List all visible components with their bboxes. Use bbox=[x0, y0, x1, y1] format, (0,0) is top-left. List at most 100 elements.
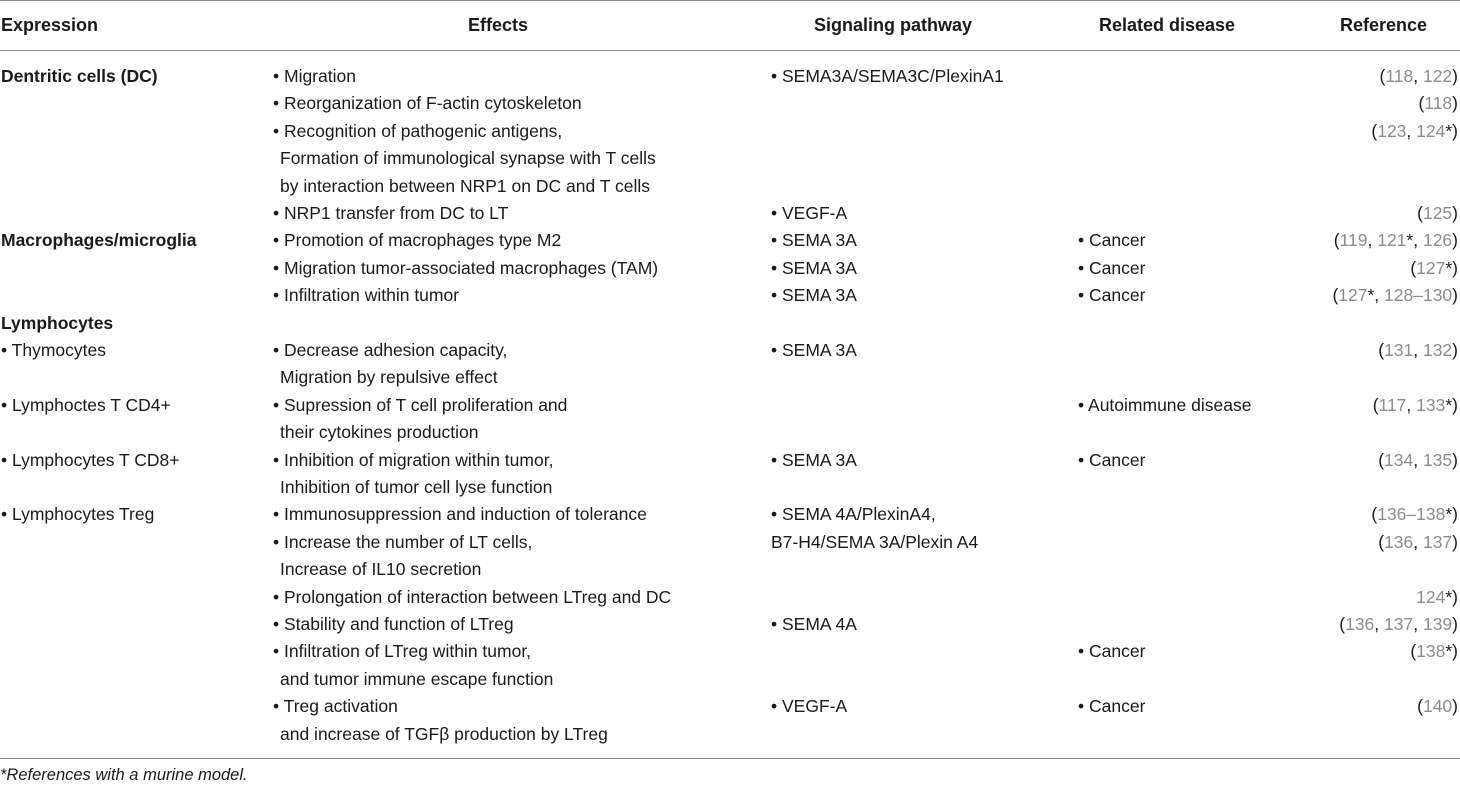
reference-punctuation: ( bbox=[1418, 93, 1425, 114]
effects-cell-line: • Inhibition of migration within tumor, bbox=[273, 449, 554, 470]
reference-cell: 124*) bbox=[1240, 584, 1458, 611]
reference-cell: (138*) bbox=[1240, 638, 1458, 665]
reference-link[interactable]: 126 bbox=[1422, 230, 1453, 251]
reference-link[interactable]: 136 bbox=[1345, 614, 1375, 634]
expression-cell: • Lymphocytes T CD8+ bbox=[1, 449, 180, 470]
reference-punctuation: ) bbox=[1452, 614, 1458, 634]
reference-punctuation: ) bbox=[1452, 66, 1458, 86]
effects-cell-line: • Migration bbox=[273, 66, 356, 86]
reference-punctuation: , bbox=[1406, 120, 1417, 141]
reference-cell: (125) bbox=[1240, 200, 1458, 227]
reference-punctuation: *, bbox=[1406, 230, 1423, 251]
reference-link[interactable]: 131 bbox=[1384, 340, 1414, 360]
reference-link[interactable]: 136–138 bbox=[1377, 504, 1446, 525]
reference-cell: (134, 135) bbox=[1240, 447, 1458, 474]
header-related-disease: Related disease bbox=[1099, 15, 1236, 35]
header-reference: Reference bbox=[1340, 15, 1428, 35]
reference-link[interactable]: 118 bbox=[1385, 66, 1414, 86]
expression-cell: Lymphocytes bbox=[1, 312, 114, 333]
effects-cell-line: • Supression of T cell proliferation and bbox=[273, 394, 568, 415]
effects-cell-line: Increase of IL10 secretion bbox=[280, 559, 482, 580]
effects-cell-line: • Decrease adhesion capacity, bbox=[273, 340, 508, 360]
header-signaling-pathway: Signaling pathway bbox=[814, 15, 973, 35]
reference-link[interactable]: 132 bbox=[1422, 340, 1453, 360]
signaling-pathway-cell-line: • VEGF-A bbox=[771, 203, 848, 223]
reference-punctuation: ( bbox=[1410, 257, 1417, 278]
reference-link[interactable]: 138 bbox=[1416, 641, 1446, 662]
reference-link[interactable]: 123 bbox=[1377, 120, 1407, 141]
reference-cell: (119, 121*, 126) bbox=[1240, 227, 1458, 254]
related-disease-cell-line: • Cancer bbox=[1078, 230, 1146, 251]
related-disease-cell-line: • Cancer bbox=[1078, 641, 1146, 662]
reference-link[interactable]: 127 bbox=[1416, 257, 1446, 278]
expression-cell: Macrophages/microglia bbox=[1, 230, 197, 251]
effects-cell-line: Formation of immunological synapse with … bbox=[280, 148, 656, 169]
effects-cell-line: Migration by repulsive effect bbox=[280, 367, 498, 388]
signaling-pathway-cell-line: • SEMA3A/SEMA3C/PlexinA1 bbox=[771, 66, 1004, 86]
reference-punctuation: ( bbox=[1332, 285, 1339, 306]
effects-cell-line: • NRP1 transfer from DC to LT bbox=[273, 203, 509, 223]
reference-cell: (118, 122) bbox=[1240, 63, 1459, 90]
related-disease-cell-line: • Cancer bbox=[1078, 257, 1146, 278]
reference-cell: (117, 133*) bbox=[1240, 392, 1458, 419]
reference-punctuation: *) bbox=[1445, 586, 1458, 607]
reference-punctuation: ) bbox=[1452, 93, 1458, 114]
reference-link[interactable]: 137 bbox=[1384, 614, 1414, 634]
effects-cell-line: Inhibition of tumor cell lyse function bbox=[280, 477, 553, 497]
header-expression: Expression bbox=[1, 15, 99, 35]
reference-link[interactable]: 128–130 bbox=[1384, 285, 1453, 306]
reference-link[interactable]: 140 bbox=[1422, 696, 1453, 717]
reference-punctuation: ) bbox=[1452, 203, 1458, 223]
reference-cell: (136, 137, 139) bbox=[1240, 611, 1458, 638]
reference-punctuation: *) bbox=[1445, 394, 1458, 415]
reference-punctuation: ( bbox=[1372, 394, 1379, 415]
reference-punctuation: *) bbox=[1445, 641, 1458, 662]
signaling-pathway-cell-line: • VEGF-A bbox=[771, 696, 848, 717]
reference-punctuation: ( bbox=[1417, 203, 1423, 223]
reference-punctuation: , bbox=[1413, 340, 1423, 360]
reference-punctuation: *) bbox=[1445, 504, 1458, 525]
effects-cell-line: • Treg activation bbox=[273, 696, 398, 717]
reference-link[interactable]: 135 bbox=[1422, 449, 1453, 470]
reference-link[interactable]: 117 bbox=[1378, 394, 1407, 415]
expression-cell: Dentritic cells (DC) bbox=[1, 66, 158, 86]
reference-punctuation: ( bbox=[1371, 120, 1378, 141]
reference-link[interactable]: 134 bbox=[1384, 449, 1414, 470]
reference-punctuation: ( bbox=[1378, 531, 1385, 552]
reference-link[interactable]: 124 bbox=[1416, 586, 1446, 607]
effects-cell-line: • Immunosuppression and induction of tol… bbox=[273, 504, 647, 525]
reference-cell: (127*) bbox=[1240, 255, 1458, 282]
reference-punctuation: *) bbox=[1445, 257, 1458, 278]
reference-link[interactable]: 127 bbox=[1338, 285, 1368, 306]
effects-cell-line: their cytokines production bbox=[280, 422, 479, 443]
reference-link[interactable]: 118 bbox=[1424, 93, 1453, 114]
reference-punctuation: , bbox=[1413, 66, 1423, 86]
effects-cell-line: • Infiltration of LTreg within tumor, bbox=[273, 641, 532, 662]
reference-link[interactable]: 139 bbox=[1422, 614, 1453, 634]
signaling-pathway-cell-line: • SEMA 3A bbox=[771, 230, 857, 251]
reference-cell: (136–138*) bbox=[1240, 501, 1458, 528]
reference-punctuation: ( bbox=[1371, 504, 1378, 525]
signaling-pathway-cell-line: B7-H4/SEMA 3A/Plexin A4 bbox=[771, 531, 979, 552]
table-top-rule bbox=[0, 0, 1460, 1]
reference-link[interactable]: 122 bbox=[1422, 66, 1453, 86]
reference-link[interactable]: 124 bbox=[1416, 120, 1446, 141]
related-disease-cell-line: • Autoimmune disease bbox=[1078, 394, 1252, 415]
effects-cell-line: • Prolongation of interaction between LT… bbox=[273, 586, 672, 607]
reference-punctuation: , bbox=[1413, 531, 1423, 552]
header-effects: Effects bbox=[468, 15, 529, 35]
signaling-pathway-cell-line: • SEMA 3A bbox=[771, 285, 857, 306]
signaling-pathway-cell-line: • SEMA 3A bbox=[771, 449, 857, 470]
reference-punctuation: ( bbox=[1333, 230, 1340, 251]
reference-link[interactable]: 121 bbox=[1377, 230, 1407, 251]
reference-link[interactable]: 137 bbox=[1422, 531, 1453, 552]
reference-link[interactable]: 125 bbox=[1422, 203, 1453, 223]
effects-cell-line: by interaction between NRP1 on DC and T … bbox=[280, 175, 650, 196]
related-disease-cell-line: • Cancer bbox=[1078, 449, 1146, 470]
reference-link[interactable]: 136 bbox=[1384, 531, 1414, 552]
reference-punctuation: , bbox=[1367, 230, 1378, 251]
reference-link[interactable]: 133 bbox=[1416, 394, 1446, 415]
reference-link[interactable]: 119 bbox=[1339, 230, 1368, 251]
reference-punctuation: ) bbox=[1452, 340, 1458, 360]
reference-punctuation: , bbox=[1374, 614, 1385, 634]
